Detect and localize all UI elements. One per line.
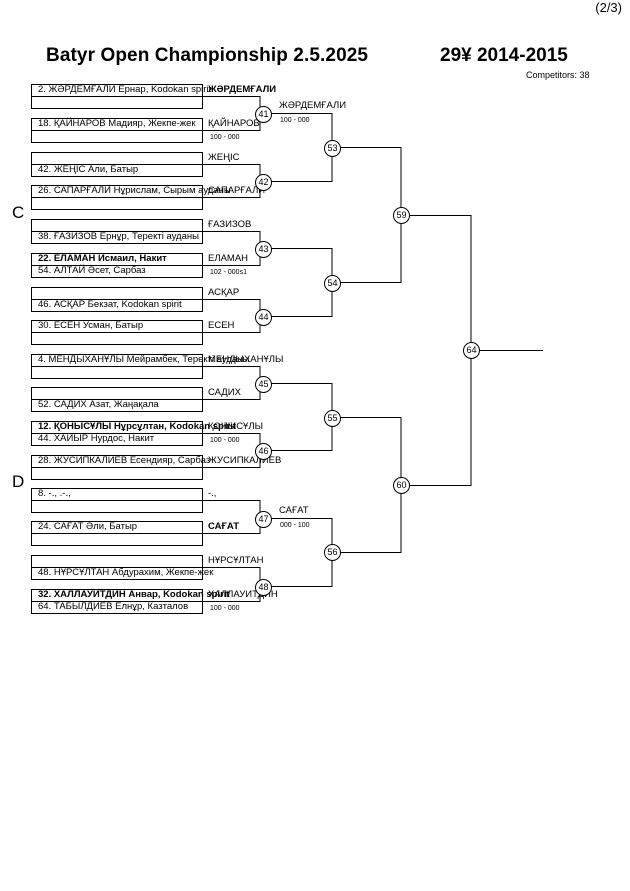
- competitor-box: [31, 555, 203, 568]
- match-score: 000 - 100: [280, 522, 310, 529]
- competitor-name: 54. АЛТАЙ Әсет, Сарбаз: [38, 265, 146, 276]
- round2-label: САҒАТ: [279, 505, 309, 516]
- competitor-box: [31, 500, 203, 513]
- competitor-box: [31, 219, 203, 232]
- pool-label-d: D: [12, 472, 25, 491]
- round1-label: АСҚАР: [208, 287, 240, 298]
- match-node: 53: [324, 140, 341, 157]
- competitor-name: 30. ЕСЕН Усман, Батыр: [38, 320, 144, 331]
- competitor-name: 32. ХАЛЛАУИТДИН Анвар, Kodokan spirit: [38, 589, 230, 600]
- round1-label: ЕЛАМАН: [208, 253, 249, 264]
- match-node: 55: [324, 410, 341, 427]
- competitor-name: 38. ҒАЗИЗОВ Ернұр, Теректі ауданы: [38, 231, 199, 242]
- match-score: 100 - 000: [210, 437, 240, 444]
- match-node: 48: [255, 579, 272, 596]
- page-title: Batyr Open Championship 2.5.2025: [46, 45, 369, 66]
- round1-label: ЕСЕН: [208, 320, 235, 331]
- competitor-box: [31, 152, 203, 165]
- competitor-box: [31, 332, 203, 345]
- match-node: 47: [255, 511, 272, 528]
- match-node: 56: [324, 544, 341, 561]
- round1-label: ЖЕҢІС: [208, 152, 240, 163]
- round1-label: НҰРСҰЛТАН: [208, 555, 264, 566]
- competitor-name: 12. ҚОНЫСҰЛЫ Нұрсұлтан, Kodokan spirit: [38, 421, 236, 432]
- competitor-box: [31, 387, 203, 400]
- competitors-count: Competitors: 38: [526, 70, 590, 80]
- round1-label: САҒАТ: [208, 521, 240, 532]
- competitor-box: [31, 467, 203, 480]
- round1-label: ҚОНЫСҰЛЫ: [208, 421, 263, 432]
- competitor-name: 26. САПАРҒАЛИ Нұрислам, Сырым ауданы: [38, 185, 231, 196]
- round1-label: ҚАЙНАРОВ: [208, 118, 260, 129]
- weight-category: 29¥ 2014-2015: [440, 45, 568, 66]
- competitor-name: 52. САДИХ Азат, Жаңақала: [38, 399, 159, 410]
- match-node: 45: [255, 376, 272, 393]
- match-node: 59: [393, 207, 410, 224]
- match-node: 60: [393, 477, 410, 494]
- competitor-box: [31, 366, 203, 379]
- match-node: 64: [463, 342, 480, 359]
- competitor-box: [31, 601, 203, 614]
- page-number: (2/3): [595, 0, 622, 15]
- competitor-box: [31, 399, 203, 412]
- round1-label: МЕНДЫХАНҰЛЫ: [208, 354, 284, 365]
- match-node: 54: [324, 275, 341, 292]
- competitor-box: [31, 130, 203, 143]
- competitor-box: [31, 231, 203, 244]
- round1-label: САПАРҒАЛИ: [208, 185, 266, 196]
- competitor-box: [31, 96, 203, 109]
- competitor-box: [31, 197, 203, 210]
- round1-label: ЖУСИПКАЛИЕВ: [208, 455, 282, 466]
- competitor-name: 28. ЖУСИПКАЛИЕВ Есендияр, Сарбаз: [38, 455, 211, 466]
- competitor-name: 18. ҚАЙНАРОВ Мадияр, Жекпе-жек: [38, 118, 196, 129]
- match-node: 44: [255, 309, 272, 326]
- round1-label: ҒАЗИЗОВ: [208, 219, 252, 230]
- competitor-name: 64. ТАБЫЛДИЕВ Елнұр, Казталов: [38, 601, 189, 612]
- competitor-box: [31, 299, 203, 312]
- competitor-box: [31, 287, 203, 300]
- round1-label: ХАЛЛАУИТДИН: [208, 589, 278, 600]
- match-score: 102 - 000s1: [210, 269, 247, 276]
- match-node: 46: [255, 443, 272, 460]
- round1-label: САДИХ: [208, 387, 241, 398]
- match-score: 100 - 000: [210, 605, 240, 612]
- competitor-name: 44. ХАИЫР Нурдос, Накит: [38, 433, 155, 444]
- competitor-name: 2. ЖӘРДЕМҒАЛИ Ернар, Kodokan spirit: [38, 84, 212, 95]
- competitor-box: [31, 567, 203, 580]
- competitor-name: 42. ЖЕҢІС Али, Батыр: [38, 164, 139, 175]
- competitor-name: 4. МЕНДЫХАНҰЛЫ Мейрамбек, Теректі ауданы: [38, 354, 250, 365]
- competitor-box: [31, 265, 203, 278]
- competitor-box: [31, 433, 203, 446]
- competitor-name: 24. САҒАТ Әли, Батыр: [38, 521, 138, 532]
- match-node: 41: [255, 106, 272, 123]
- competitor-name: 22. ЕЛАМАН Исмаил, Накит: [38, 253, 167, 264]
- competitor-name: 48. НҰРСҰЛТАН Абдурахим, Жекпе-жек: [38, 567, 214, 578]
- round2-label: ЖӘРДЕМҒАЛИ: [279, 100, 347, 111]
- pool-label-c: C: [12, 203, 25, 222]
- competitor-box: [31, 164, 203, 177]
- match-node: 43: [255, 241, 272, 258]
- round1-label: ЖӘРДЕМҒАЛИ: [208, 84, 277, 95]
- competitor-name: 8. -., .-.,: [38, 488, 71, 499]
- match-score: 100 - 000: [210, 134, 240, 141]
- competitor-name: 46. АСҚАР Бекзат, Kodokan spirit: [38, 299, 182, 310]
- round1-label: -.,: [208, 488, 217, 499]
- match-score: 100 - 000: [280, 117, 310, 124]
- competitor-box: [31, 533, 203, 546]
- match-node: 42: [255, 174, 272, 191]
